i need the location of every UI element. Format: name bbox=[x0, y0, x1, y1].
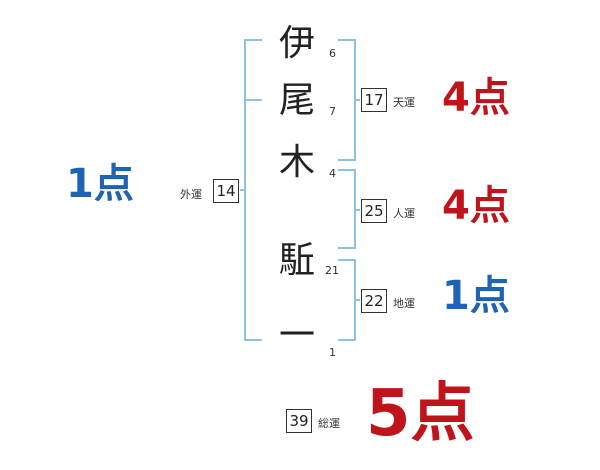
total-label: 総運 bbox=[318, 417, 340, 430]
name-char-5: 一 bbox=[278, 315, 315, 356]
name-char-2: 尾 bbox=[278, 80, 315, 121]
jin-label: 人運 bbox=[393, 207, 415, 220]
ten-bracket bbox=[338, 39, 356, 161]
name-char-3: 木 bbox=[278, 142, 315, 183]
outer-bracket bbox=[244, 39, 262, 341]
gai-value-box: 14 bbox=[213, 179, 239, 203]
ten-score: 4点 bbox=[442, 75, 510, 121]
total-value-box: 39 bbox=[286, 409, 312, 433]
stroke-count-5: 1 bbox=[329, 346, 336, 359]
jin-bracket bbox=[338, 169, 356, 249]
chi-score: 1点 bbox=[442, 273, 510, 319]
gai-score: 1点 bbox=[66, 161, 134, 207]
stroke-count-1: 6 bbox=[329, 47, 336, 60]
gai-label: 外運 bbox=[180, 188, 202, 201]
jin-value-box: 25 bbox=[361, 199, 387, 223]
ten-label: 天運 bbox=[393, 96, 415, 109]
chi-label: 地運 bbox=[393, 297, 415, 310]
stroke-count-4: 21 bbox=[325, 264, 339, 277]
total-score: 5点 bbox=[366, 377, 475, 451]
stroke-count-2: 7 bbox=[329, 105, 336, 118]
stroke-count-3: 4 bbox=[329, 167, 336, 180]
name-char-1: 伊 bbox=[278, 23, 315, 64]
name-char-4: 駈 bbox=[278, 240, 315, 281]
jin-score: 4点 bbox=[442, 183, 510, 229]
ten-value-box: 17 bbox=[361, 88, 387, 112]
chi-value-box: 22 bbox=[361, 289, 387, 313]
chi-bracket bbox=[338, 259, 356, 341]
